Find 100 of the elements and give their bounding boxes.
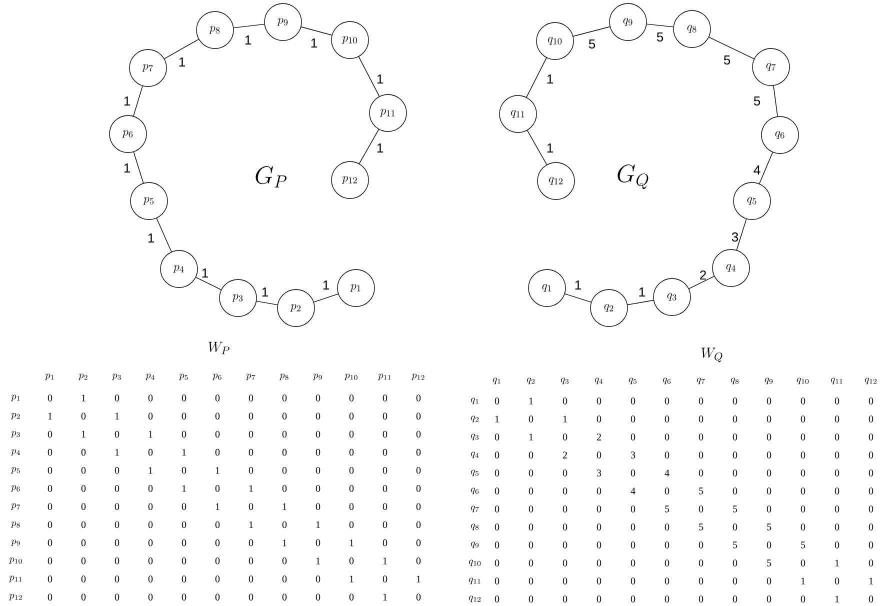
matrix-entry: 0 — [630, 470, 636, 476]
matrix-entry: 0 — [215, 394, 220, 402]
matrix-entry: 0 — [494, 434, 500, 440]
row-header: $q_{5}$ — [470, 470, 479, 476]
matrix-entry: 1 — [383, 558, 387, 564]
matrix-entry: 0 — [81, 539, 86, 546]
matrix-entry: 0 — [732, 560, 738, 566]
matrix-entry: 0 — [282, 467, 287, 474]
matrix-entry: 0 — [596, 506, 602, 512]
matrix-entry: 0 — [114, 576, 120, 582]
matrix-entry: 1 — [869, 578, 873, 584]
matrix-entry: 0 — [868, 488, 874, 494]
matrix-entry: 0 — [868, 416, 874, 422]
matrix-entry: 0 — [182, 430, 186, 438]
column-header: $q_{6}$ — [662, 378, 671, 384]
matrix-entry: 0 — [630, 542, 636, 548]
matrix-entry: 0 — [868, 560, 874, 566]
edge-line — [572, 26, 610, 37]
matrix-entry: 0 — [494, 452, 500, 458]
matrix-entry: 0 — [316, 539, 320, 546]
graph-title: $G_{Q}$ — [618, 164, 648, 190]
matrix-entry: 0 — [732, 488, 738, 494]
matrix-entry: 0 — [562, 470, 568, 476]
matrix-entry: 0 — [596, 524, 602, 530]
matrix-entry: 0 — [528, 452, 534, 458]
matrix-entry: 0 — [48, 576, 52, 582]
matrix-entry: 0 — [182, 394, 186, 402]
matrix-entry: 0 — [48, 503, 52, 510]
matrix-entry: 1 — [249, 485, 253, 492]
matrix-entry: 5 — [801, 542, 806, 548]
column-header: $q_{11}$ — [830, 378, 842, 384]
matrix-title: $W_{P}$ — [208, 342, 230, 354]
matrix-entry: 1 — [282, 503, 286, 510]
column-header: $p_{2}$ — [78, 374, 88, 380]
matrix-entry: 0 — [800, 524, 806, 530]
matrix-entry: 0 — [834, 578, 840, 584]
matrix-entry: 0 — [732, 452, 738, 458]
matrix-entry: 0 — [528, 506, 534, 512]
matrix-entry: 0 — [382, 485, 388, 492]
matrix-entry: 0 — [382, 539, 388, 546]
matrix-entry: 0 — [630, 578, 636, 584]
matrix-entry: 0 — [81, 521, 86, 528]
edge-line — [759, 152, 773, 184]
column-header: $q_{1}$ — [492, 378, 500, 384]
matrix-entry: 0 — [382, 448, 388, 456]
matrix-entry: 0 — [282, 394, 287, 402]
matrix-entry: 1 — [350, 576, 354, 582]
matrix-entry: 0 — [349, 503, 354, 510]
matrix-entry: 0 — [596, 488, 602, 494]
matrix-entry: 0 — [562, 398, 568, 404]
matrix-entry: 0 — [48, 430, 52, 438]
matrix-entry: 0 — [416, 430, 421, 438]
matrix-entry: 1 — [48, 412, 52, 420]
matrix-entry: 2 — [596, 434, 601, 440]
matrix-entry: 0 — [282, 448, 287, 456]
matrix-entry: 0 — [316, 412, 320, 420]
edge-line — [526, 130, 548, 165]
matrix-entry: 1 — [115, 412, 119, 420]
row-header: $p_{6}$ — [10, 485, 20, 492]
matrix-entry: 0 — [114, 521, 120, 528]
matrix-entry: 0 — [182, 558, 186, 564]
matrix-entry: 0 — [148, 503, 153, 510]
matrix-entry: 0 — [282, 594, 287, 600]
matrix-entry: 0 — [382, 394, 388, 402]
matrix-entry: 5 — [767, 560, 772, 566]
matrix-entry: 0 — [114, 539, 120, 546]
matrix-entry: 0 — [114, 503, 120, 510]
matrix-entry: 0 — [664, 452, 670, 458]
matrix-entry: 0 — [215, 521, 220, 528]
edge-line — [256, 300, 278, 306]
matrix-entry: 0 — [282, 430, 287, 438]
matrix-entry: 0 — [868, 452, 874, 458]
matrix-entry: 0 — [48, 448, 52, 456]
matrix-entry: 0 — [596, 416, 602, 422]
row-header: $q_{11}$ — [468, 578, 480, 584]
matrix-entry: 0 — [316, 594, 320, 600]
matrix-entry: 0 — [494, 560, 500, 566]
matrix-entry: 0 — [48, 467, 52, 474]
edge-line — [358, 129, 380, 164]
matrix-entry: 1 — [801, 578, 805, 584]
matrix-entry: 0 — [562, 560, 568, 566]
matrix-entry: 0 — [48, 558, 52, 564]
matrix-entry: 0 — [494, 542, 500, 548]
matrix-entry: 0 — [382, 467, 388, 474]
column-header: $q_{2}$ — [526, 378, 535, 384]
row-header: $q_{7}$ — [470, 506, 479, 512]
matrix-entry: 1 — [148, 467, 152, 474]
edge-line — [133, 152, 144, 184]
column-header: $p_{1}$ — [44, 374, 54, 380]
row-header: $q_{6}$ — [470, 488, 479, 494]
matrix-entry: 0 — [416, 594, 421, 600]
column-header: $p_{10}$ — [344, 374, 358, 380]
matrix-entry: 0 — [732, 578, 738, 584]
matrix-entry: 0 — [562, 434, 568, 440]
matrix-entry: 0 — [528, 488, 534, 494]
row-header: $p_{4}$ — [10, 449, 20, 456]
matrix-entry: 0 — [562, 488, 568, 494]
row-header: $p_{3}$ — [10, 430, 20, 438]
matrix-entry: 0 — [416, 412, 421, 420]
edge-label: 3 — [732, 232, 738, 242]
